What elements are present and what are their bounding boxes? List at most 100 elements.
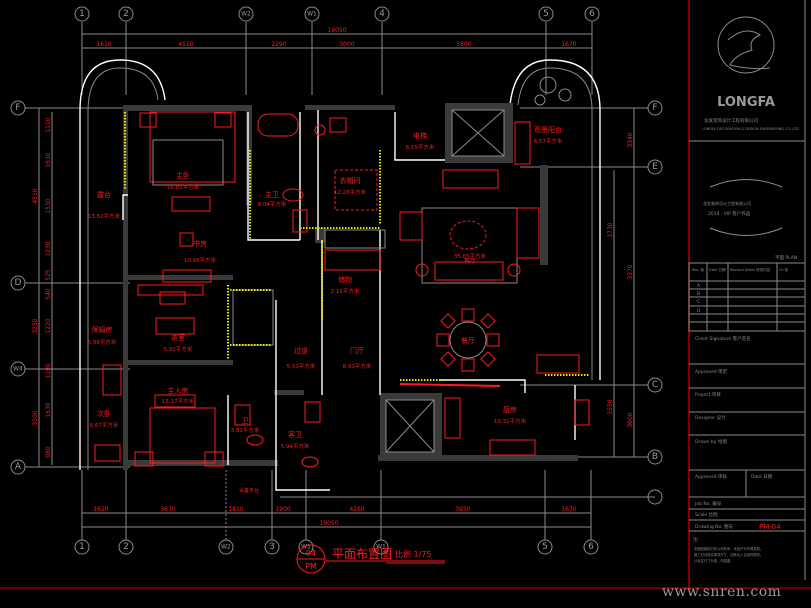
svg-text:1810: 1810 xyxy=(228,506,243,513)
svg-text:3100: 3100 xyxy=(32,410,39,425)
svg-text:客卫: 客卫 xyxy=(288,430,302,439)
svg-text:F: F xyxy=(652,103,657,113)
svg-text:PM-04: PM-04 xyxy=(759,523,781,531)
svg-text:6.57平方米: 6.57平方米 xyxy=(534,137,563,145)
svg-text:W2: W2 xyxy=(241,11,251,18)
svg-text:E: E xyxy=(652,162,658,172)
furniture xyxy=(94,111,590,468)
svg-text:2: 2 xyxy=(123,9,129,19)
svg-text:观景阳台: 观景阳台 xyxy=(534,125,562,134)
svg-text:1610: 1610 xyxy=(93,506,108,513)
svg-text:以标注尺寸为准，勿量图。: 以标注尺寸为准，勿量图。 xyxy=(694,558,734,563)
arched-terraces xyxy=(79,59,601,470)
watermark: www.snren.com xyxy=(662,584,782,600)
svg-text:卫: 卫 xyxy=(242,417,249,425)
svg-text:04: 04 xyxy=(306,549,316,558)
svg-text:LONGFA: LONGFA xyxy=(717,95,775,110)
svg-text:电梯: 电梯 xyxy=(413,131,427,140)
svg-text:4: 4 xyxy=(379,9,385,19)
svg-text:1730: 1730 xyxy=(607,222,614,237)
svg-text:茶室: 茶室 xyxy=(171,333,185,342)
top-axes: 1 2 W2 W1 4 5 6 xyxy=(74,6,600,95)
svg-text:W2: W2 xyxy=(221,544,231,551)
svg-text:10.95平方米: 10.95平方米 xyxy=(184,256,217,264)
drawing-title: 04 PM 平面布置图 比例 1/75 xyxy=(296,544,445,574)
svg-text:餐厅: 餐厅 xyxy=(461,336,475,345)
svg-text:10.31平方米: 10.31平方米 xyxy=(494,417,527,425)
svg-text:1110: 1110 xyxy=(45,117,52,132)
svg-text:3000: 3000 xyxy=(339,41,354,48)
svg-text:4260: 4260 xyxy=(349,506,364,513)
svg-text:8.93平方米: 8.93平方米 xyxy=(343,362,372,370)
svg-text:980: 980 xyxy=(45,446,52,458)
svg-text:1230: 1230 xyxy=(45,241,52,256)
svg-text:储物: 储物 xyxy=(338,275,352,284)
svg-text:LONGFA DECORATION & DESIGN ENG: LONGFA DECORATION & DESIGN ENGINEERING C… xyxy=(702,127,799,131)
svg-text:5.98平方米: 5.98平方米 xyxy=(88,338,117,346)
svg-text:Date 日期: Date 日期 xyxy=(709,267,726,272)
svg-text:主卫: 主卫 xyxy=(265,190,279,199)
svg-text:Scale 比例: Scale 比例 xyxy=(695,511,718,518)
svg-text:A: A xyxy=(15,462,22,472)
svg-text:1630: 1630 xyxy=(45,402,52,417)
svg-text:2: 2 xyxy=(123,542,129,552)
svg-text:5.53平方米: 5.53平方米 xyxy=(287,362,316,370)
svg-text:W1: W1 xyxy=(301,544,311,551)
svg-text:4510: 4510 xyxy=(32,188,39,203)
title-block: LONGFA 龙发装饰设计工程有限公司 LONGFA DECORATION & … xyxy=(688,16,806,563)
svg-text:露台: 露台 xyxy=(97,190,111,199)
svg-text:5.92平方米: 5.92平方米 xyxy=(164,345,193,353)
svg-text:3: 3 xyxy=(269,542,275,552)
svg-text:3950: 3950 xyxy=(455,506,470,513)
svg-text:衣帽间: 衣帽间 xyxy=(340,176,361,185)
svg-text:1220: 1220 xyxy=(45,318,52,333)
svg-text:施工时请核实现场尺寸，如有出入请及时联系。: 施工时请核实现场尺寸，如有出入请及时联系。 xyxy=(694,552,763,557)
svg-text:2014 · VIP 客户作品: 2014 · VIP 客户作品 xyxy=(708,210,751,217)
svg-text:8.04平方米: 8.04平方米 xyxy=(258,200,287,208)
svg-text:Revised Detail 修改内容: Revised Detail 修改内容 xyxy=(730,267,771,272)
svg-text:Date 日期: Date 日期 xyxy=(751,474,773,480)
svg-text:比例 1/75: 比例 1/75 xyxy=(395,549,432,559)
svg-text:保姆房: 保姆房 xyxy=(92,325,113,334)
svg-text:Drawn by 绘图: Drawn by 绘图 xyxy=(695,438,727,445)
svg-text:注:: 注: xyxy=(693,536,699,543)
svg-text:W1: W1 xyxy=(307,11,317,18)
svg-text:C: C xyxy=(652,380,658,390)
svg-text:Ck 核: Ck 核 xyxy=(779,267,789,272)
svg-text:1550: 1550 xyxy=(607,399,614,414)
svg-text:16.85平方米: 16.85平方米 xyxy=(167,183,200,191)
right-axes: F E C B 3340 3370 1730 1550 3600 xyxy=(520,100,663,465)
svg-text:12.28平方米: 12.28平方米 xyxy=(334,188,367,196)
svg-text:540: 540 xyxy=(45,288,52,300)
svg-text:Job No. 编号: Job No. 编号 xyxy=(694,500,722,507)
left-axes: F D W4 A 4510 3250 3100 1110 1630 1530 1… xyxy=(10,100,130,475)
bottom-axes: 1 2 W2 3 W1 W1 5 6 xyxy=(74,470,599,555)
svg-text:Client Signature 客户签名: Client Signature 客户签名 xyxy=(695,335,751,342)
svg-text:3250: 3250 xyxy=(32,318,39,333)
svg-text:设备平台: 设备平台 xyxy=(239,487,259,494)
svg-text:过道: 过道 xyxy=(294,346,308,355)
svg-text:4510: 4510 xyxy=(178,41,193,48)
svg-text:D: D xyxy=(15,278,22,288)
svg-text:525: 525 xyxy=(45,269,52,281)
svg-text:1190: 1190 xyxy=(45,363,52,378)
svg-text:平面 PLAN: 平面 PLAN xyxy=(775,255,797,261)
svg-text:3670: 3670 xyxy=(160,506,175,513)
svg-text:1630: 1630 xyxy=(45,152,52,167)
svg-text:客厅: 客厅 xyxy=(464,257,476,265)
svg-text:6.67平方米: 6.67平方米 xyxy=(90,421,119,429)
walls xyxy=(123,103,578,470)
svg-text:龙发装饰设计工程有限公司: 龙发装饰设计工程有限公司 xyxy=(703,200,751,206)
svg-text:主卧: 主卧 xyxy=(176,171,190,180)
svg-text:1530: 1530 xyxy=(45,198,52,213)
svg-text:A: A xyxy=(697,283,701,289)
svg-text:19050: 19050 xyxy=(319,520,338,527)
svg-text:5800: 5800 xyxy=(456,41,471,48)
svg-text:C: C xyxy=(697,299,700,305)
svg-text:3.81平方米: 3.81平方米 xyxy=(231,426,260,434)
svg-text:Rev. 版: Rev. 版 xyxy=(692,267,704,272)
svg-text:B: B xyxy=(697,291,700,297)
svg-text:1670: 1670 xyxy=(561,506,576,513)
